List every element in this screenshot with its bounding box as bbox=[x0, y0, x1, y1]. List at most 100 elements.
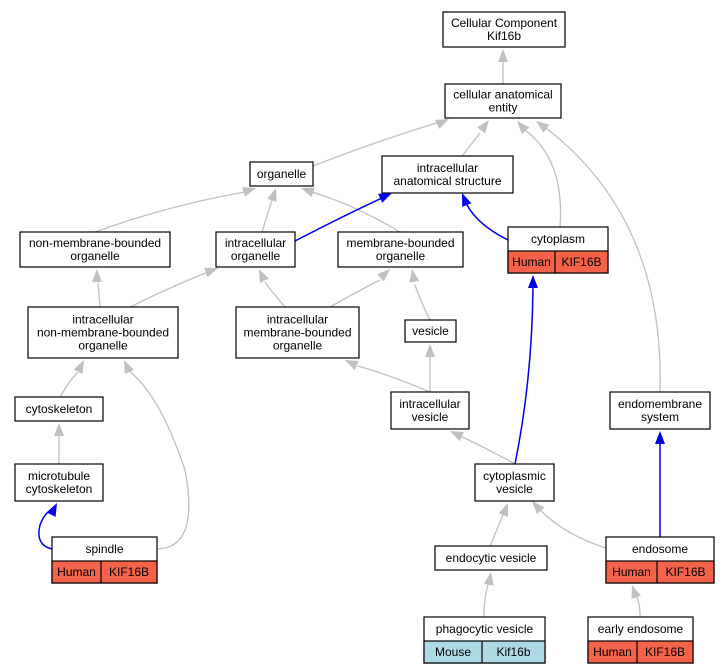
node-label-line: phagocytic vesicle bbox=[436, 622, 534, 636]
node-label-line: microtubule bbox=[28, 469, 90, 483]
node-label-line: organelle bbox=[70, 249, 120, 263]
node-label-line: spindle bbox=[85, 542, 123, 556]
gene-label: Kif16b bbox=[496, 645, 530, 659]
edge-iv-vesicle bbox=[425, 344, 435, 392]
edge-imbo-io bbox=[259, 269, 286, 308]
edge-ee-endosome bbox=[631, 585, 641, 618]
node-label-line: vesicle bbox=[496, 482, 533, 496]
edge-io-organelle bbox=[261, 188, 277, 233]
node-label-line: non-membrane-bounded bbox=[29, 236, 161, 250]
node-label-line: entity bbox=[489, 101, 518, 115]
node-label-line: cytoskeleton bbox=[26, 482, 93, 496]
node-label-line: endomembrane bbox=[618, 397, 702, 411]
edge-cytoskeleton-inmbo bbox=[59, 360, 84, 398]
node-label-line: organelle bbox=[376, 249, 426, 263]
edge-mbo-organelle bbox=[301, 187, 401, 233]
edge-endosome-cv bbox=[532, 501, 607, 549]
node-endocytic-vesicle[interactable]: endocytic vesicle bbox=[434, 545, 548, 571]
node-organelle[interactable]: organelle bbox=[249, 161, 314, 187]
gene-label: KIF16B bbox=[665, 565, 705, 579]
node-label-line: cytoplasm bbox=[531, 232, 585, 246]
node-label-line: anatomical structure bbox=[393, 174, 501, 188]
node-label-line: non-membrane-bounded bbox=[37, 326, 169, 340]
gene-label: KIF16B bbox=[109, 565, 149, 579]
node-intracellular-non-membrane-bounded-organelle[interactable]: intracellularnon-membrane-boundedorganel… bbox=[27, 306, 179, 359]
gene-label: KIF16B bbox=[561, 255, 601, 269]
edge-cae-root bbox=[498, 49, 508, 84]
edge-endomem-cae bbox=[536, 121, 661, 393]
node-cytoskeleton[interactable]: cytoskeleton bbox=[14, 396, 104, 422]
edge-cv-iv bbox=[450, 431, 516, 465]
edge-io-ias bbox=[294, 193, 392, 242]
node-label-line: organelle bbox=[231, 249, 281, 263]
species-annotation bbox=[507, 250, 609, 274]
node-label-line: cytoskeleton bbox=[26, 402, 93, 416]
node-label-line: vesicle bbox=[412, 410, 449, 424]
species-annotation bbox=[423, 640, 546, 664]
graph-edges bbox=[38, 49, 665, 618]
node-label-line: cellular anatomical bbox=[453, 88, 552, 102]
edge-organelle-cae bbox=[312, 119, 449, 167]
edge-ev-cv bbox=[489, 503, 508, 547]
node-label-line: cytoplasmic bbox=[483, 469, 546, 483]
node-label-line: intracellular bbox=[267, 313, 328, 327]
node-label-line: intracellular bbox=[72, 313, 133, 327]
node-label-line: Cellular Component bbox=[451, 16, 558, 30]
edge-inmbo-nmbo bbox=[92, 269, 102, 308]
species-label: Human bbox=[57, 565, 96, 579]
node-vesicle[interactable]: vesicle bbox=[404, 319, 457, 343]
node-label-line: organelle bbox=[78, 339, 128, 353]
node-label-line: vesicle bbox=[412, 324, 449, 338]
node-label-line: endocytic vesicle bbox=[446, 551, 537, 565]
species-label: Human bbox=[512, 255, 551, 269]
edge-ias-cae bbox=[461, 120, 489, 157]
edge-cytoplasm-cae bbox=[517, 121, 562, 228]
edge-pv-ev bbox=[483, 572, 494, 618]
node-label-line: system bbox=[641, 410, 679, 424]
species-annotation bbox=[51, 560, 158, 584]
edge-spindle-mtc bbox=[38, 503, 57, 550]
edge-cytoplasm-ias bbox=[462, 193, 509, 241]
species-label: Mouse bbox=[435, 645, 471, 659]
gene-label: KIF16B bbox=[645, 645, 685, 659]
node-label-line: intracellular bbox=[225, 236, 286, 250]
node-label-line: endosome bbox=[632, 542, 688, 556]
species-annotation bbox=[587, 640, 694, 664]
node-label-line: early endosome bbox=[598, 622, 684, 636]
edge-mtc-cytoskeleton bbox=[54, 423, 64, 464]
node-label-line: membrane-bounded bbox=[243, 326, 351, 340]
species-label: Human bbox=[593, 645, 632, 659]
node-label-line: organelle bbox=[257, 167, 307, 181]
edge-spindle-inmbo bbox=[124, 360, 190, 550]
species-annotation bbox=[605, 560, 715, 584]
edge-iv-imbo bbox=[345, 360, 431, 393]
species-label: Human bbox=[612, 565, 651, 579]
edge-nmbo-organelle bbox=[94, 187, 256, 233]
edge-inmbo-io bbox=[129, 267, 218, 308]
edge-cv-cytoplasm bbox=[514, 275, 538, 465]
edge-endosome-endomem bbox=[655, 431, 665, 537]
node-label-line: Kif16b bbox=[487, 29, 521, 43]
node-label-line: membrane-bounded bbox=[346, 236, 454, 250]
edge-imbo-mbo bbox=[329, 269, 390, 308]
node-label-line: organelle bbox=[273, 339, 323, 353]
